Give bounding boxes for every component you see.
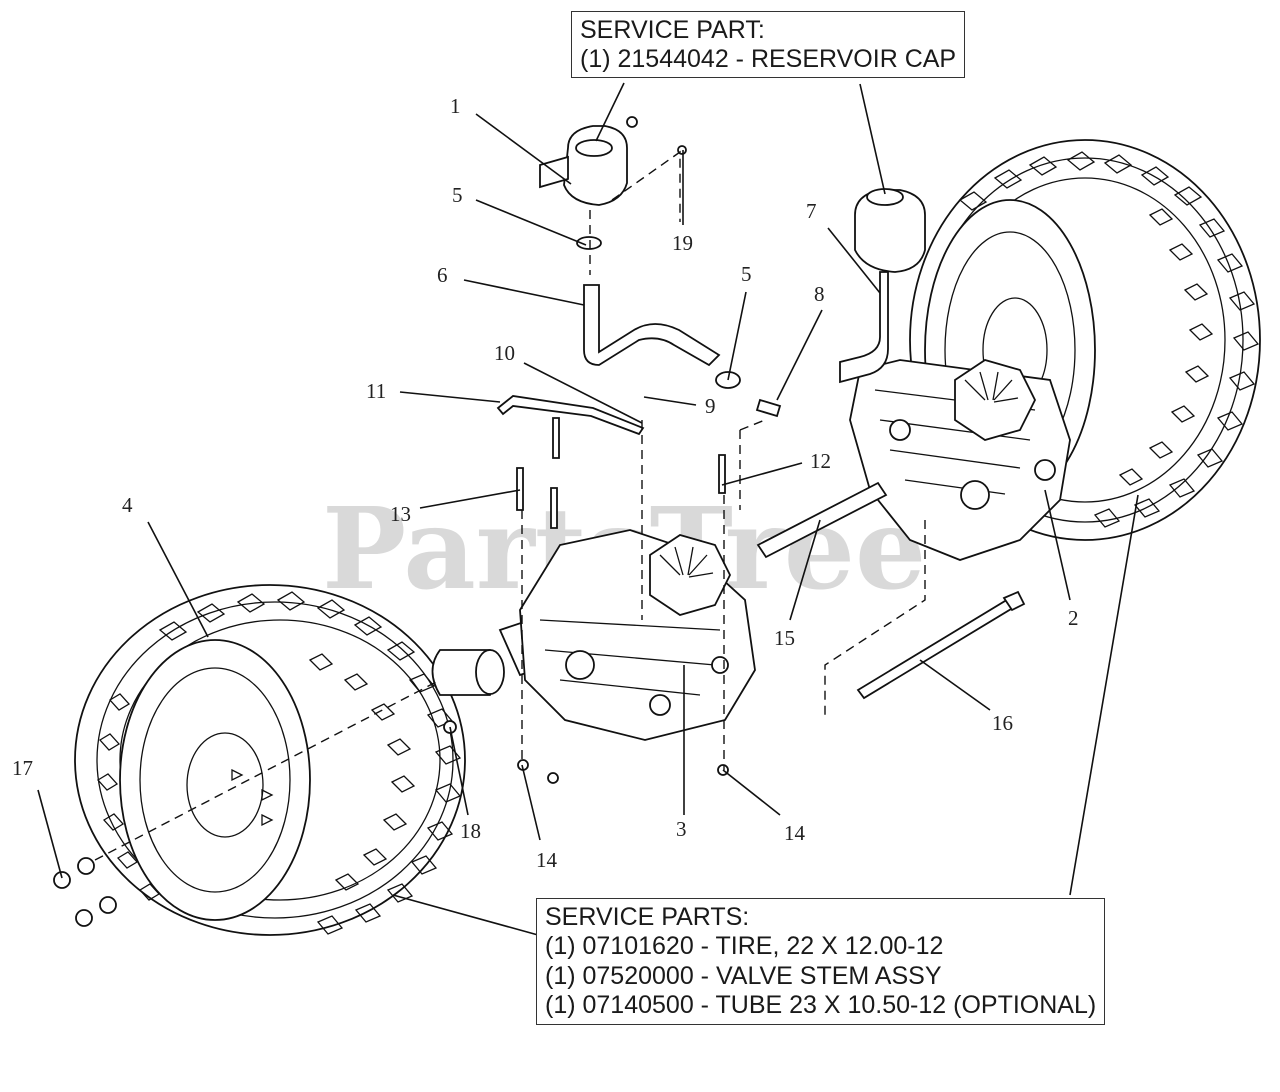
label-18: 18 (460, 819, 481, 843)
label-3: 3 (676, 817, 687, 841)
label-5: 5 (452, 183, 463, 207)
label-15: 15 (774, 626, 795, 650)
linkage-11 (496, 395, 645, 436)
right-transaxle (849, 359, 1071, 561)
left-tire (74, 584, 466, 936)
reservoir-cap-callout-title: SERVICE PART: (580, 16, 765, 44)
tire-callout: SERVICE PARTS:(1) 07101620 - TIRE, 22 X … (536, 898, 1106, 1025)
label-4: 4 (122, 493, 133, 517)
leader-lines (37, 82, 1139, 936)
tire-callout-tube: (1) 07140500 - TUBE 23 X 10.50-12 (OPTIO… (545, 990, 1097, 1019)
part-number-labels: 1 5 6 19 5 7 8 10 11 9 12 13 4 2 15 16 1… (12, 94, 1079, 872)
tire-callout-title: SERVICE PARTS: (545, 903, 750, 931)
assembly-lines (94, 150, 926, 861)
label-8: 8 (814, 282, 825, 306)
label-5b: 5 (741, 262, 752, 286)
label-17: 17 (12, 756, 33, 780)
reservoir-1 (539, 116, 638, 206)
hose-6 (583, 284, 721, 367)
label-11: 11 (366, 379, 386, 403)
reservoir-cap-callout: SERVICE PART:(1) 21544042 - RESERVOIR CA… (571, 11, 966, 78)
label-9: 9 (705, 394, 716, 418)
tire-callout-tire: (1) 07101620 - TIRE, 22 X 12.00-12 (545, 932, 944, 961)
label-6: 6 (437, 263, 448, 287)
pipe-15 (756, 481, 888, 559)
label-10: 10 (494, 341, 515, 365)
label-7: 7 (806, 199, 817, 223)
label-14a: 14 (536, 848, 558, 872)
bolts (443, 145, 729, 784)
bolt-16 (856, 590, 1026, 700)
label-16: 16 (992, 711, 1013, 735)
right-reservoir (839, 188, 926, 384)
label-1: 1 (450, 94, 461, 118)
label-19: 19 (672, 231, 693, 255)
label-14b: 14 (784, 821, 806, 845)
label-13: 13 (390, 502, 411, 526)
reservoir-cap-callout-part: (1) 21544042 - RESERVOIR CAP (580, 45, 957, 74)
tire-callout-valve-stem: (1) 07520000 - VALVE STEM ASSY (545, 961, 942, 990)
label-2: 2 (1068, 606, 1079, 630)
label-12: 12 (810, 449, 831, 473)
lug-nuts (53, 857, 117, 927)
left-transaxle (519, 529, 756, 741)
clamp-and-fitting (576, 236, 782, 418)
